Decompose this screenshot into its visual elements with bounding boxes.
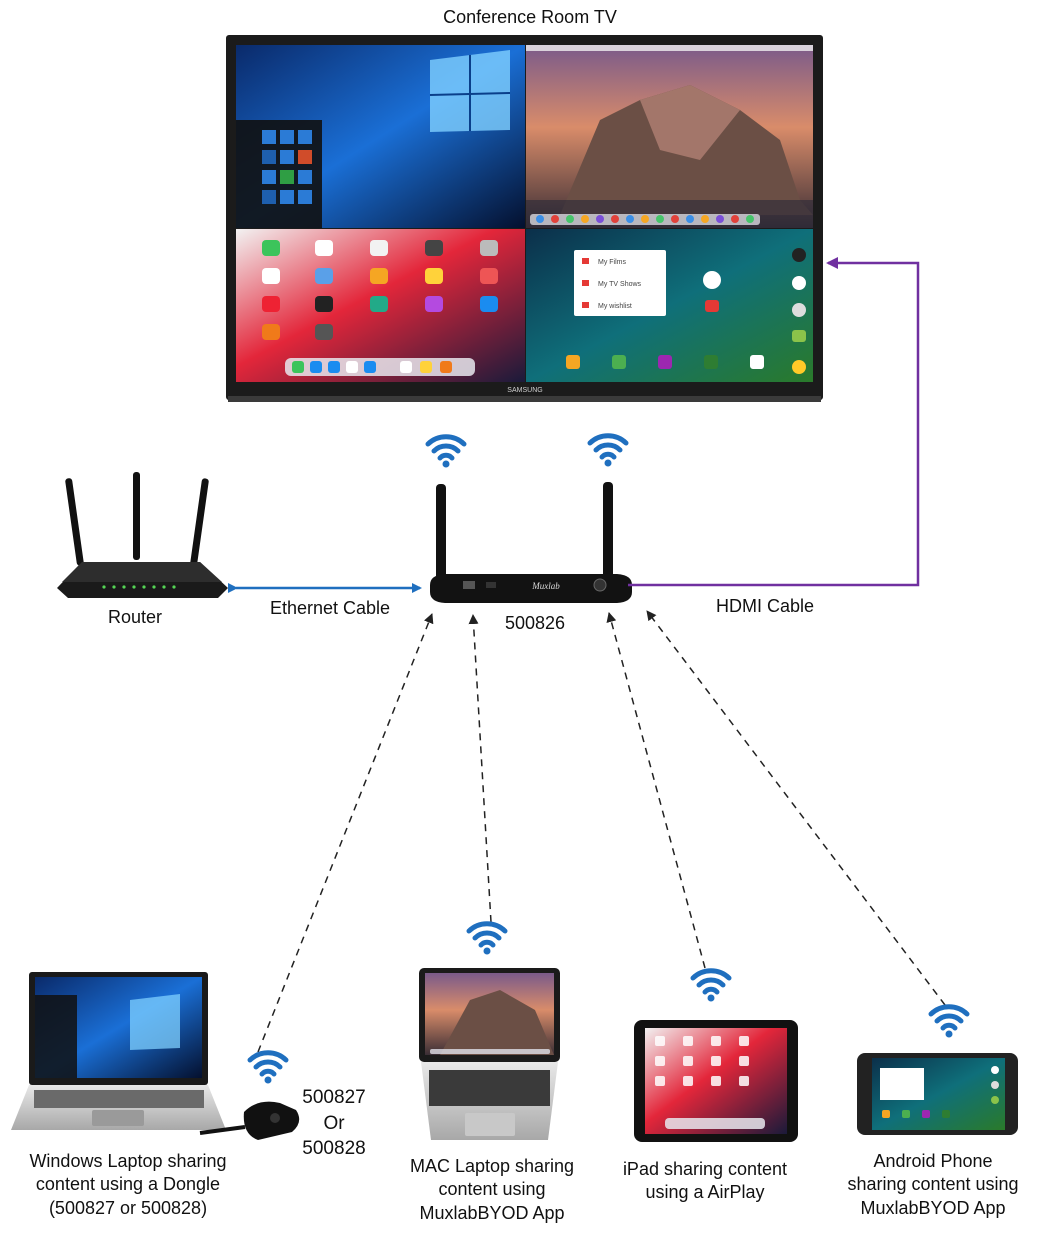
wifi-icon bbox=[931, 1007, 967, 1038]
mac-caption: MAC Laptop sharing content using MuxlabB… bbox=[382, 1155, 602, 1225]
android-menu-item: My Films bbox=[598, 259, 626, 266]
hdmi-cable bbox=[628, 257, 920, 587]
android-caption: Android Phone sharing content using Muxl… bbox=[820, 1150, 1046, 1220]
android-media-menu bbox=[574, 250, 666, 316]
usb-dongle bbox=[199, 1101, 300, 1140]
wireless-receiver-500826: Muxlab bbox=[430, 482, 632, 603]
ipad-tablet bbox=[634, 1020, 798, 1142]
macos-screen-quadrant bbox=[526, 45, 813, 228]
android-phone bbox=[857, 1053, 1018, 1135]
android-menu-item: My TV Shows bbox=[598, 281, 642, 288]
wireless-link-android bbox=[646, 610, 946, 1006]
wireless-links bbox=[257, 610, 946, 1053]
caption-line: iPad sharing content bbox=[622, 1159, 788, 1179]
caption-line: MuxlabBYOD App bbox=[860, 1197, 1006, 1218]
caption-line: MAC Laptop sharing bbox=[409, 1156, 575, 1176]
dongle-model-line: Or bbox=[323, 1112, 345, 1134]
receiver-model-label: 500826 bbox=[504, 613, 566, 633]
android-menu-item: My wishlist bbox=[598, 303, 632, 310]
tv-brand: SAMSUNG bbox=[507, 387, 542, 394]
wireless-link-mac bbox=[468, 614, 492, 923]
conference-tv: SAMSUNG bbox=[226, 35, 823, 402]
caption-line: content using a Dongle bbox=[35, 1174, 221, 1195]
dongle-model-line: 500828 bbox=[302, 1138, 366, 1160]
android-screen-quadrant: My Films My TV Shows My wishlist bbox=[526, 229, 813, 382]
router-device bbox=[57, 472, 228, 598]
caption-line: sharing content using bbox=[847, 1174, 1019, 1195]
caption-line: using a AirPlay bbox=[645, 1182, 765, 1203]
wifi-icon bbox=[469, 924, 505, 955]
wifi-icon bbox=[428, 437, 464, 468]
dongle-model-line: 500827 bbox=[302, 1087, 366, 1108]
hdmi-label: HDMI Cable bbox=[715, 596, 815, 616]
caption-line: MuxlabBYOD App bbox=[419, 1202, 565, 1223]
wireless-link-dongle bbox=[257, 613, 434, 1053]
windows-laptop bbox=[11, 972, 226, 1130]
ipad-screen-quadrant bbox=[236, 229, 525, 382]
windows-caption: Windows Laptop sharing content using a D… bbox=[0, 1150, 256, 1220]
caption-line: Android Phone bbox=[873, 1151, 993, 1171]
ethernet-label: Ethernet Cable bbox=[269, 598, 391, 618]
wifi-icon bbox=[693, 971, 729, 1002]
wireless-link-ipad bbox=[606, 612, 706, 969]
mac-laptop bbox=[419, 968, 560, 1140]
ipad-caption: iPad sharing content using a AirPlay bbox=[600, 1158, 810, 1205]
router-label: Router bbox=[107, 607, 163, 627]
windows-screen-quadrant bbox=[236, 45, 525, 228]
wifi-icon bbox=[250, 1053, 286, 1084]
caption-line: (500827 or 500828) bbox=[48, 1197, 208, 1218]
wifi-icon bbox=[590, 436, 626, 467]
caption-line: content using bbox=[438, 1179, 546, 1200]
tv-title: Conference Room TV bbox=[443, 7, 617, 27]
caption-line: Windows Laptop sharing bbox=[29, 1151, 227, 1171]
receiver-brand: Muxlab bbox=[531, 581, 560, 591]
dongle-models-label: 500827 Or 500828 bbox=[284, 1085, 384, 1162]
